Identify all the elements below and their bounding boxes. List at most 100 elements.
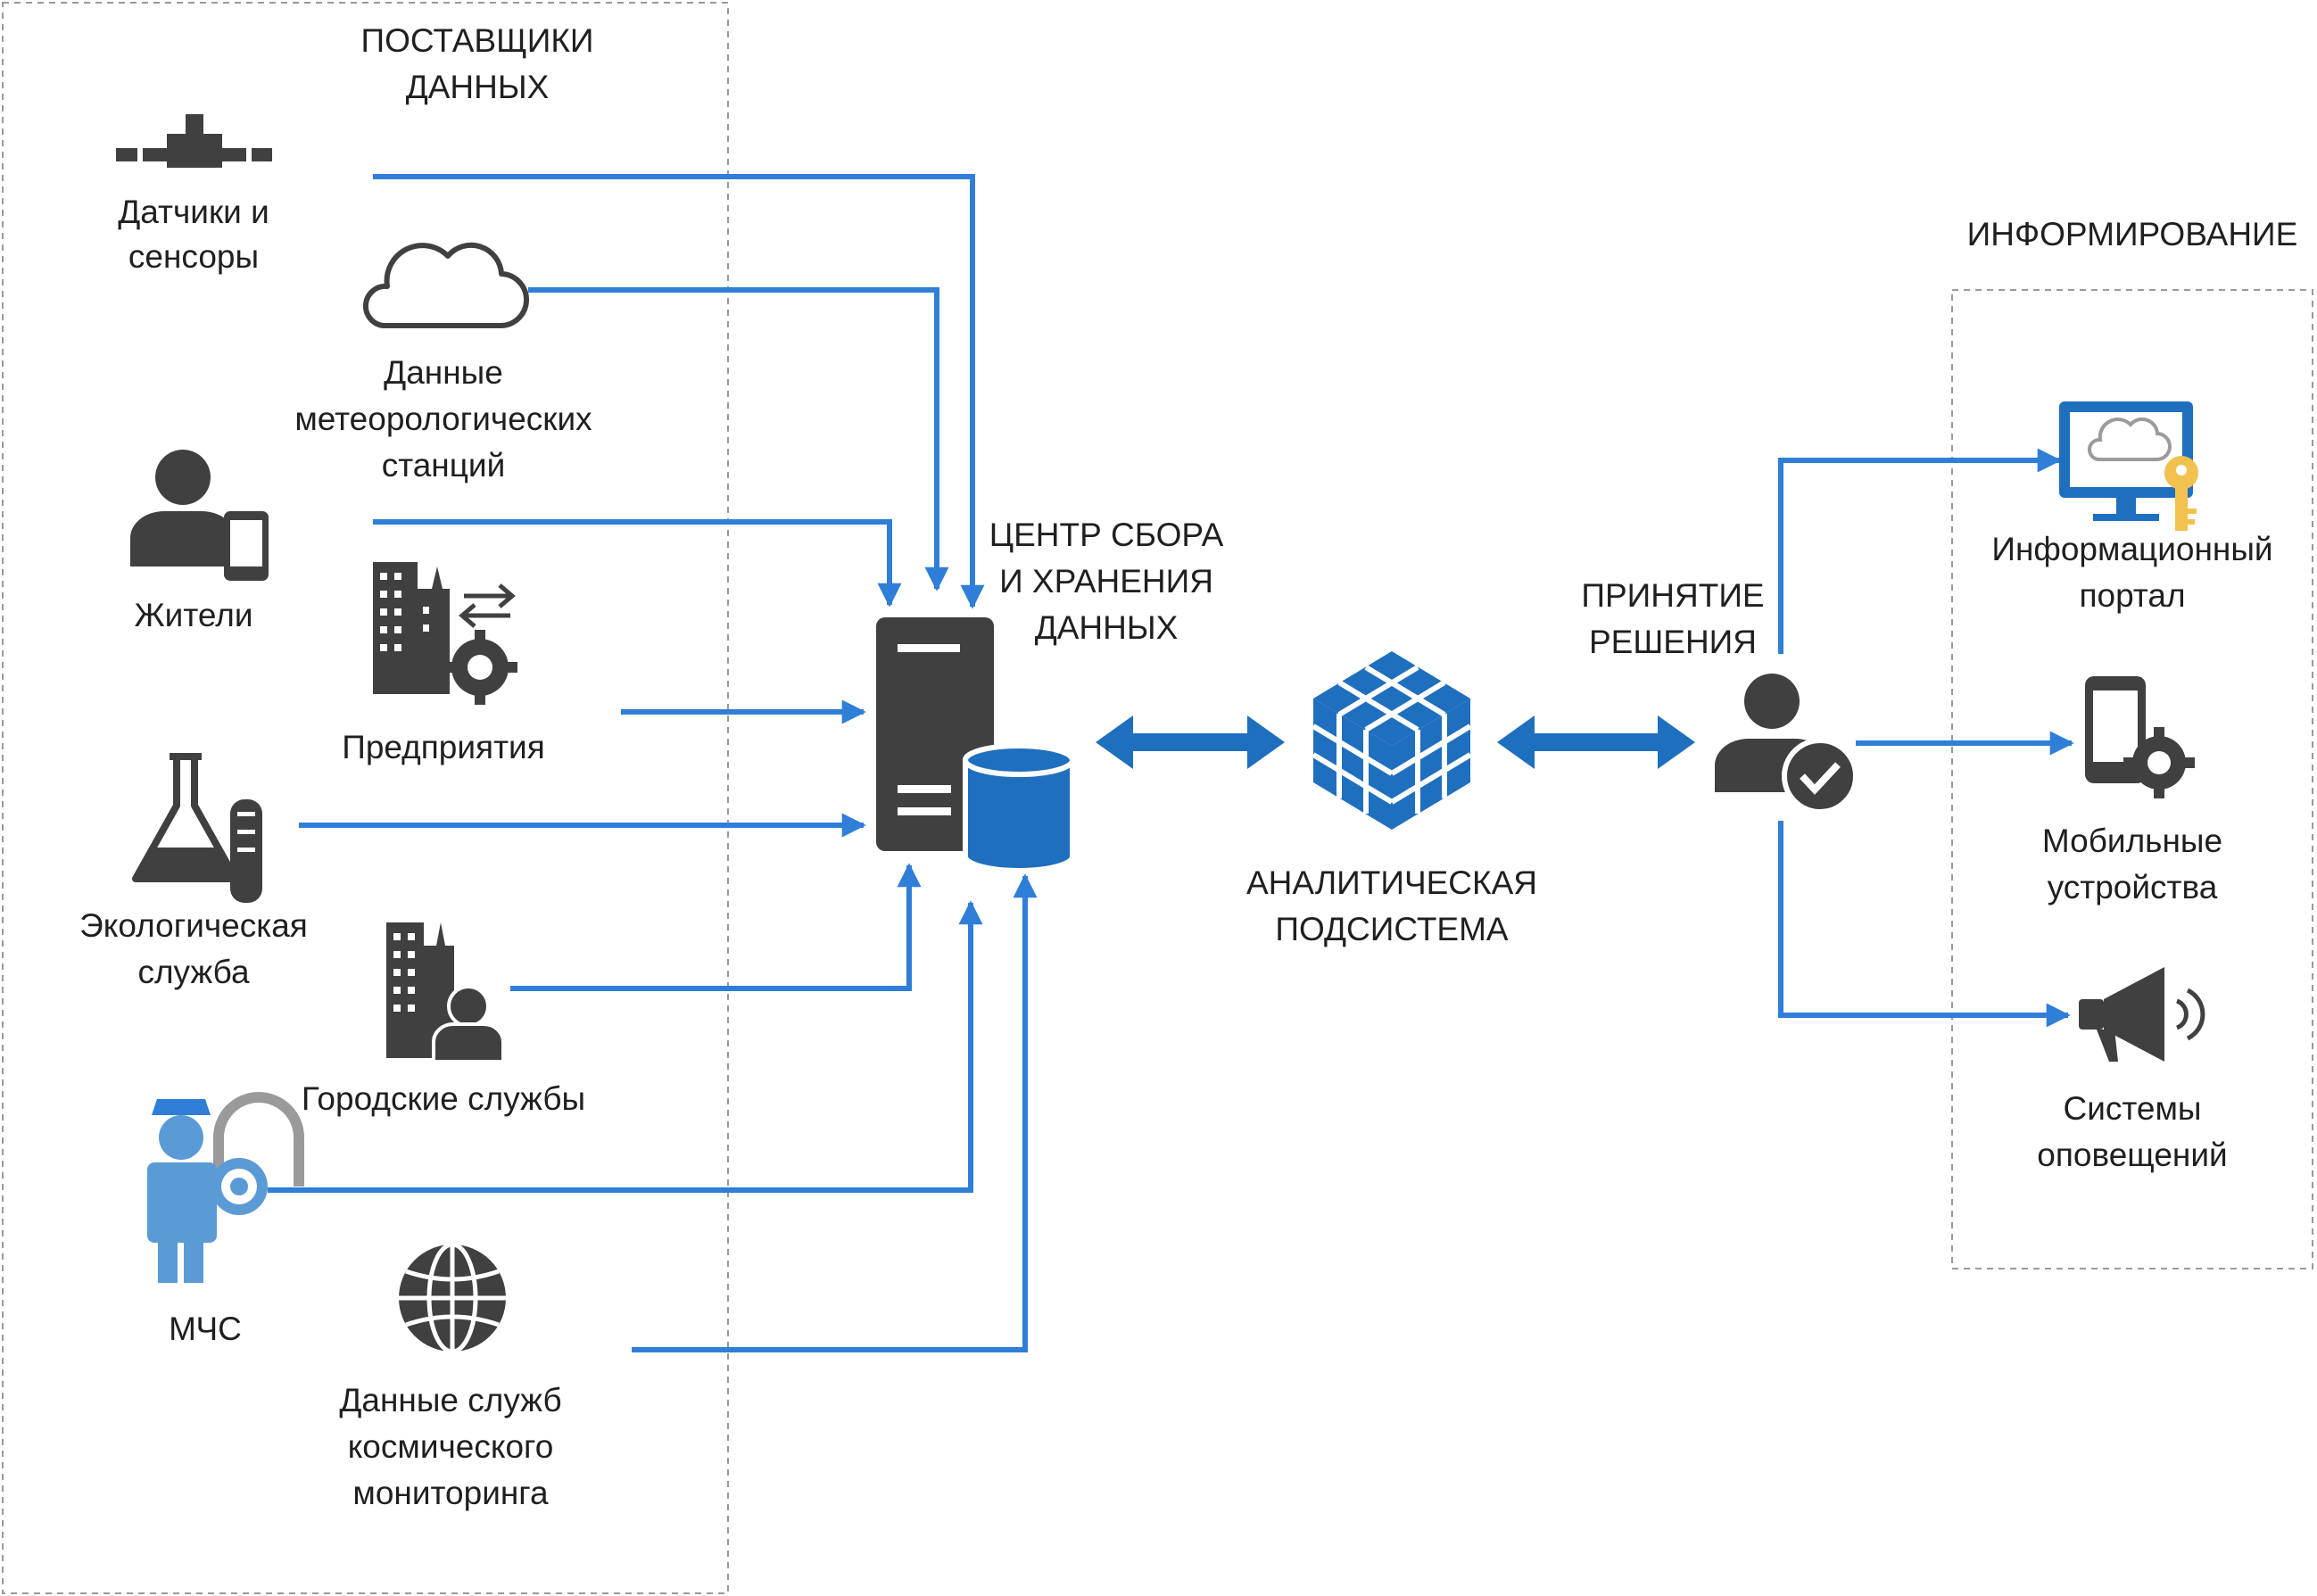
svg-text:Экологическая: Экологическая — [79, 907, 308, 944]
providers-title: ПОСТАВЩИКИ ДАННЫХ — [360, 22, 593, 105]
label-emergency: МЧС — [169, 1311, 242, 1347]
providers-title-line: ПОСТАВЩИКИ — [360, 22, 593, 59]
label-line: служба — [137, 954, 250, 990]
label-line: Предприятия — [342, 729, 545, 765]
svg-text:Системы: Системы — [2063, 1090, 2201, 1127]
providers-group-frame — [2, 2, 729, 1594]
resident-with-phone-icon — [130, 450, 269, 581]
svg-text:портал: портал — [2079, 577, 2185, 614]
svg-text:Датчики и: Датчики и — [118, 194, 269, 230]
flow-residents-to-storage — [373, 519, 902, 608]
svg-text:ИНФОРМИРОВАНИЕ: ИНФОРМИРОВАНИЕ — [1967, 216, 2298, 252]
server-database-icon — [876, 617, 1075, 873]
cloud-icon — [362, 242, 529, 329]
svg-text:Мобильные: Мобильные — [2042, 823, 2222, 859]
label-line: ПОДСИСТЕМА — [1275, 911, 1509, 947]
label-line: портал — [2079, 577, 2185, 614]
label-line: станций — [382, 447, 506, 484]
flow-decision-to-portal — [1778, 448, 2062, 654]
label-line: Информационный — [1991, 531, 2272, 567]
svg-text:метеорологических: метеорологических — [294, 401, 592, 437]
label-line: РЕШЕНИЯ — [1589, 624, 1757, 660]
label-space-monitoring: Данные служб космического мониторинга — [339, 1382, 561, 1511]
svg-text:ЦЕНТР СБОРА: ЦЕНТР СБОРА — [989, 517, 1224, 553]
svg-text:Данные служб: Данные служб — [339, 1382, 561, 1418]
label-decision: ПРИНЯТИЕ РЕШЕНИЯ — [1581, 577, 1764, 660]
label-line: МЧС — [169, 1311, 242, 1347]
svg-text:ДАННЫХ: ДАННЫХ — [1035, 609, 1179, 646]
portal-monitor-key-icon — [2059, 401, 2198, 531]
svg-text:АНАЛИТИЧЕСКАЯ: АНАЛИТИЧЕСКАЯ — [1246, 864, 1537, 901]
label-line: метеорологических — [294, 401, 592, 437]
label-line: И ХРАНЕНИЯ — [999, 563, 1213, 600]
label-line: ПРИНЯТИЕ — [1581, 577, 1764, 614]
mobile-device-gear-icon — [2085, 676, 2195, 798]
svg-text:сенсоры: сенсоры — [128, 238, 259, 275]
storage-analytics-double-arrow — [1096, 715, 1285, 769]
label-meteo: Данные метеорологических станций — [294, 354, 592, 484]
analytics-decision-double-arrow — [1497, 715, 1695, 769]
city-service-buildings-person-icon — [386, 922, 505, 1063]
label-line: Жители — [135, 597, 253, 633]
label-line: устройства — [2048, 869, 2218, 906]
label-line: ДАННЫХ — [1035, 609, 1179, 646]
label-residents: Жители — [135, 597, 253, 633]
label-line: Данные служб — [339, 1382, 561, 1418]
label-line: АНАЛИТИЧЕСКАЯ — [1246, 864, 1537, 901]
flow-meteo-to-storage — [528, 287, 949, 591]
svg-text:ДАННЫХ: ДАННЫХ — [406, 69, 550, 105]
label-line: Городские службы — [302, 1080, 585, 1117]
label-line: Данные — [384, 354, 503, 391]
label-line: сенсоры — [128, 238, 259, 275]
svg-text:Городские службы: Городские службы — [302, 1080, 585, 1117]
svg-text:космического: космического — [348, 1428, 554, 1465]
svg-text:ПРИНЯТИЕ: ПРИНЯТИЕ — [1581, 577, 1764, 614]
svg-text:ПОДСИСТЕМА: ПОДСИСТЕМА — [1275, 911, 1509, 947]
label-ecology: Экологическая служба — [79, 907, 308, 990]
flow-sensors-to-storage — [373, 174, 985, 609]
svg-text:ПОСТАВЩИКИ: ПОСТАВЩИКИ — [360, 22, 593, 59]
svg-text:Предприятия: Предприятия — [342, 729, 545, 765]
sensor-pipe-icon — [116, 114, 272, 168]
label-line: космического — [348, 1428, 554, 1465]
label-line: Мобильные — [2042, 823, 2222, 859]
label-mobile: Мобильные устройства — [2042, 823, 2222, 906]
svg-text:мониторинга: мониторинга — [352, 1475, 549, 1511]
label-city-services: Городские службы — [302, 1080, 585, 1117]
flow-city-to-storage — [510, 863, 922, 991]
label-line: ЦЕНТР СБОРА — [989, 517, 1224, 553]
label-sensors: Датчики и сенсоры — [118, 194, 269, 275]
flow-decision-to-alerts — [1778, 821, 2071, 1028]
providers-title-line: ДАННЫХ — [406, 69, 550, 105]
flask-testtube-icon — [132, 753, 262, 903]
megaphone-icon — [2079, 967, 2205, 1062]
enterprise-buildings-gear-icon — [373, 562, 517, 705]
label-line: мониторинга — [352, 1475, 549, 1511]
informing-title: ИНФОРМИРОВАНИЕ — [1967, 216, 2298, 252]
label-portal: Информационный портал — [1991, 531, 2272, 614]
label-storage-center: ЦЕНТР СБОРА И ХРАНЕНИЯ ДАННЫХ — [989, 517, 1224, 646]
label-line: Экологическая — [79, 907, 308, 944]
svg-text:РЕШЕНИЯ: РЕШЕНИЯ — [1589, 624, 1757, 660]
informing-title-line: ИНФОРМИРОВАНИЕ — [1967, 216, 2298, 252]
label-alerts: Системы оповещений — [2037, 1090, 2227, 1173]
svg-text:устройства: устройства — [2048, 869, 2218, 906]
globe-icon — [399, 1242, 506, 1354]
label-line: оповещений — [2037, 1137, 2227, 1173]
label-enterprises: Предприятия — [342, 729, 545, 765]
analytics-cube-icon — [1312, 651, 1472, 830]
svg-text:станций: станций — [382, 447, 506, 484]
label-analytics: АНАЛИТИЧЕСКАЯ ПОДСИСТЕМА — [1246, 864, 1537, 947]
svg-text:Жители: Жители — [135, 597, 253, 633]
flow-emergency-to-storage — [268, 900, 983, 1193]
decision-person-check-icon — [1715, 674, 1858, 815]
label-line: Системы — [2063, 1090, 2201, 1127]
svg-text:Данные: Данные — [384, 354, 503, 391]
flow-lines — [268, 174, 2074, 1352]
svg-text:служба: служба — [137, 954, 250, 990]
emergency-officer-lock-icon — [147, 1092, 304, 1283]
svg-text:МЧС: МЧС — [169, 1311, 242, 1347]
svg-text:Информационный: Информационный — [1991, 531, 2272, 567]
label-line: Датчики и — [118, 194, 269, 230]
